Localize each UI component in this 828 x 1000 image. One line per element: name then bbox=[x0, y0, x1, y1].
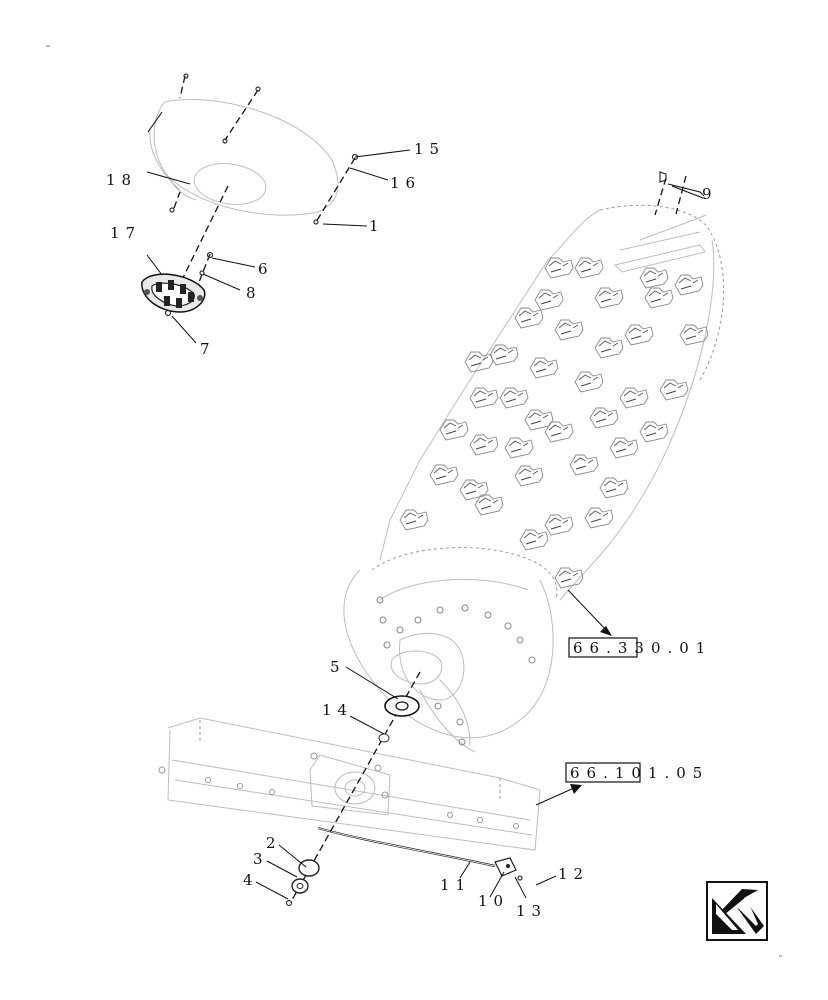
cover-plate bbox=[149, 99, 339, 216]
callout-3: 3 bbox=[253, 850, 269, 868]
callout-5: 5 bbox=[330, 658, 346, 676]
callout-12: 12 bbox=[558, 865, 589, 883]
callout-2: 2 bbox=[266, 834, 282, 852]
callout-7: 7 bbox=[200, 340, 216, 358]
callout-1: 1 bbox=[369, 217, 385, 235]
callout-18: 18 bbox=[106, 171, 137, 189]
callout-4: 4 bbox=[243, 871, 259, 889]
back-arrow-icon bbox=[712, 889, 764, 934]
rod-and-bracket bbox=[317, 826, 517, 877]
callout-11: 11 bbox=[440, 876, 471, 894]
callout-14: 14 bbox=[322, 701, 353, 719]
callout-9: 9 bbox=[702, 185, 718, 203]
reference-link-66-101-05[interactable]: 66.101.05 bbox=[565, 762, 709, 783]
callout-6: 6 bbox=[258, 260, 274, 278]
back-arrow-button[interactable] bbox=[706, 881, 768, 941]
callout-numbers: 1 2 3 4 5 6 7 8 9 10 11 12 13 14 15 16 1… bbox=[106, 140, 718, 920]
cover-bolts bbox=[147, 73, 359, 293]
shaft-parts bbox=[285, 171, 687, 907]
rotor-teeth bbox=[399, 257, 709, 589]
leader-lines bbox=[146, 149, 705, 900]
reference-66-330-01[interactable]: 66.330.01 bbox=[573, 639, 712, 657]
reference-link-66-330-01[interactable]: 66.330.01 bbox=[568, 637, 712, 658]
rotor-drum bbox=[343, 204, 725, 753]
callout-16: 16 bbox=[390, 174, 421, 192]
hub-flange bbox=[141, 251, 214, 317]
callout-13: 13 bbox=[516, 902, 547, 920]
callout-15: 15 bbox=[414, 140, 445, 158]
callout-17: 17 bbox=[110, 224, 141, 242]
frame-beam bbox=[158, 717, 541, 851]
callout-10: 10 bbox=[478, 892, 509, 910]
callout-8: 8 bbox=[246, 284, 262, 302]
reference-66-101-05[interactable]: 66.101.05 bbox=[570, 764, 709, 782]
